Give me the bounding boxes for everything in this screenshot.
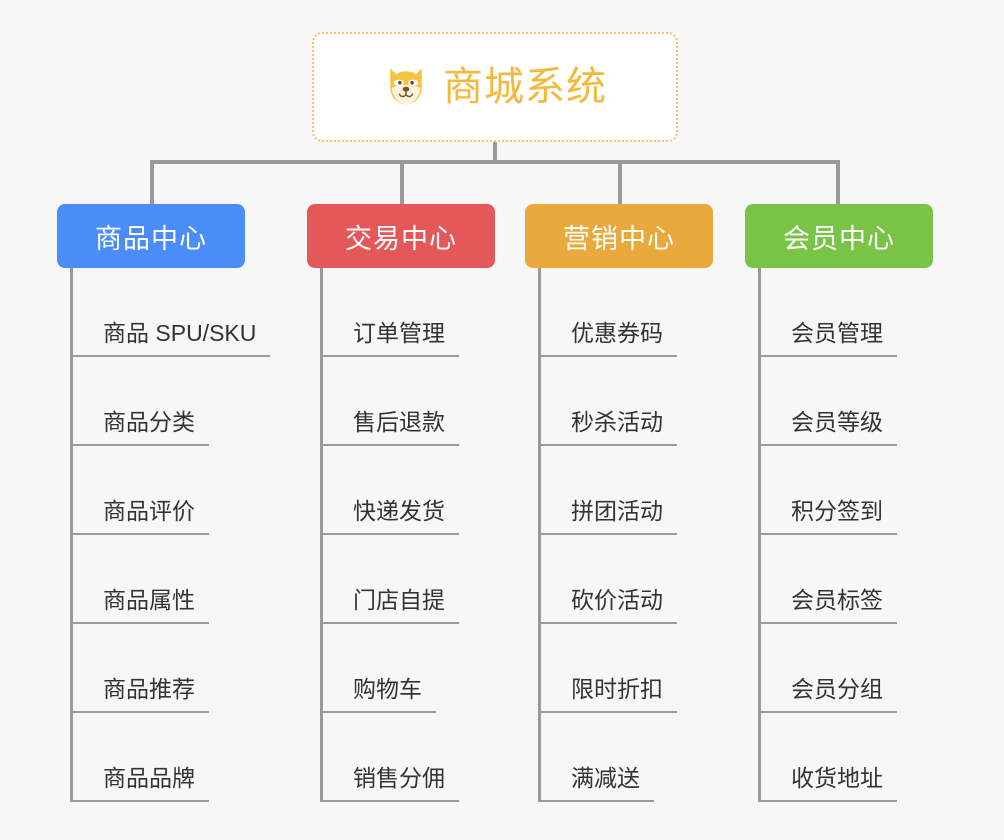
connector-drop-1 (150, 160, 154, 204)
connector-root-stem (493, 142, 497, 162)
connector-drop-4 (836, 160, 840, 204)
list-item-label: 售后退款 (323, 408, 459, 446)
branch-header-label: 商品中心 (95, 223, 207, 254)
list-item[interactable]: 秒杀活动 (541, 357, 713, 446)
branch-items-2: 订单管理 售后退款 快递发货 门店自提 购物车 销售分佣 (320, 268, 495, 802)
list-item-label: 快递发货 (323, 497, 459, 535)
list-item[interactable]: 会员等级 (761, 357, 933, 446)
list-item-label: 商品推荐 (73, 675, 209, 713)
branch-header-2[interactable]: 交易中心 (307, 204, 495, 268)
list-item-label: 商品分类 (73, 408, 209, 446)
list-item-label: 满减送 (541, 764, 654, 802)
list-item-label: 商品品牌 (73, 764, 209, 802)
branch-column-4: 会员中心 会员管理 会员等级 积分签到 会员标签 会员分组 收货地址 (745, 204, 933, 802)
list-item[interactable]: 限时折扣 (541, 624, 713, 713)
list-item[interactable]: 砍价活动 (541, 535, 713, 624)
list-item-label: 门店自提 (323, 586, 459, 624)
list-item[interactable]: 门店自提 (323, 535, 495, 624)
list-item[interactable]: 商品评价 (73, 446, 245, 535)
connector-horizontal-bus (150, 160, 840, 164)
shiba-dog-icon (390, 68, 422, 105)
root-title: 商城系统 (443, 65, 607, 109)
branch-items-4: 会员管理 会员等级 积分签到 会员标签 会员分组 收货地址 (758, 268, 933, 802)
list-item-label: 订单管理 (323, 319, 459, 357)
branch-header-1[interactable]: 商品中心 (57, 204, 245, 268)
list-item-label: 商品 SPU/SKU (73, 319, 271, 357)
list-item-label: 购物车 (323, 675, 436, 713)
list-item[interactable]: 收货地址 (761, 713, 933, 802)
list-item[interactable]: 订单管理 (323, 268, 495, 357)
list-item[interactable]: 会员标签 (761, 535, 933, 624)
list-item[interactable]: 商品分类 (73, 357, 245, 446)
list-item[interactable]: 快递发货 (323, 446, 495, 535)
list-item-label: 销售分佣 (323, 764, 459, 802)
list-item[interactable]: 购物车 (323, 624, 495, 713)
list-item[interactable]: 满减送 (541, 713, 713, 802)
list-item[interactable]: 售后退款 (323, 357, 495, 446)
list-item[interactable]: 商品 SPU/SKU (73, 268, 271, 357)
list-item-label: 积分签到 (761, 497, 897, 535)
list-item[interactable]: 拼团活动 (541, 446, 713, 535)
list-item[interactable]: 会员分组 (761, 624, 933, 713)
list-item-label: 商品评价 (73, 497, 209, 535)
list-item-label: 会员等级 (761, 408, 897, 446)
list-item[interactable]: 积分签到 (761, 446, 933, 535)
list-item-label: 会员管理 (761, 319, 897, 357)
list-item-label: 拼团活动 (541, 497, 677, 535)
root-node[interactable]: 商城系统 (312, 32, 678, 142)
list-item-label: 限时折扣 (541, 675, 677, 713)
list-item[interactable]: 商品品牌 (73, 713, 245, 802)
list-item[interactable]: 会员管理 (761, 268, 933, 357)
branch-header-label: 会员中心 (783, 223, 895, 254)
branch-items-3: 优惠券码 秒杀活动 拼团活动 砍价活动 限时折扣 满减送 (538, 268, 713, 802)
list-item[interactable]: 优惠券码 (541, 268, 713, 357)
connector-drop-2 (400, 160, 404, 204)
branch-header-3[interactable]: 营销中心 (525, 204, 713, 268)
list-item[interactable]: 销售分佣 (323, 713, 495, 802)
list-item-label: 会员标签 (761, 586, 897, 624)
list-item-label: 会员分组 (761, 675, 897, 713)
branch-header-label: 交易中心 (345, 223, 457, 254)
list-item-label: 收货地址 (761, 764, 897, 802)
list-item[interactable]: 商品推荐 (73, 624, 245, 713)
branch-column-3: 营销中心 优惠券码 秒杀活动 拼团活动 砍价活动 限时折扣 满减送 (525, 204, 713, 802)
list-item-label: 秒杀活动 (541, 408, 677, 446)
list-item-label: 商品属性 (73, 586, 209, 624)
list-item-label: 优惠券码 (541, 319, 677, 357)
list-item-label: 砍价活动 (541, 586, 677, 624)
list-item[interactable]: 商品属性 (73, 535, 245, 624)
branch-items-1: 商品 SPU/SKU 商品分类 商品评价 商品属性 商品推荐 商品品牌 (70, 268, 271, 802)
branch-header-label: 营销中心 (563, 223, 675, 254)
branch-header-4[interactable]: 会员中心 (745, 204, 933, 268)
branch-column-1: 商品中心 商品 SPU/SKU 商品分类 商品评价 商品属性 商品推荐 商品品牌 (57, 204, 271, 802)
connector-drop-3 (618, 160, 622, 204)
branch-column-2: 交易中心 订单管理 售后退款 快递发货 门店自提 购物车 销售分佣 (307, 204, 495, 802)
